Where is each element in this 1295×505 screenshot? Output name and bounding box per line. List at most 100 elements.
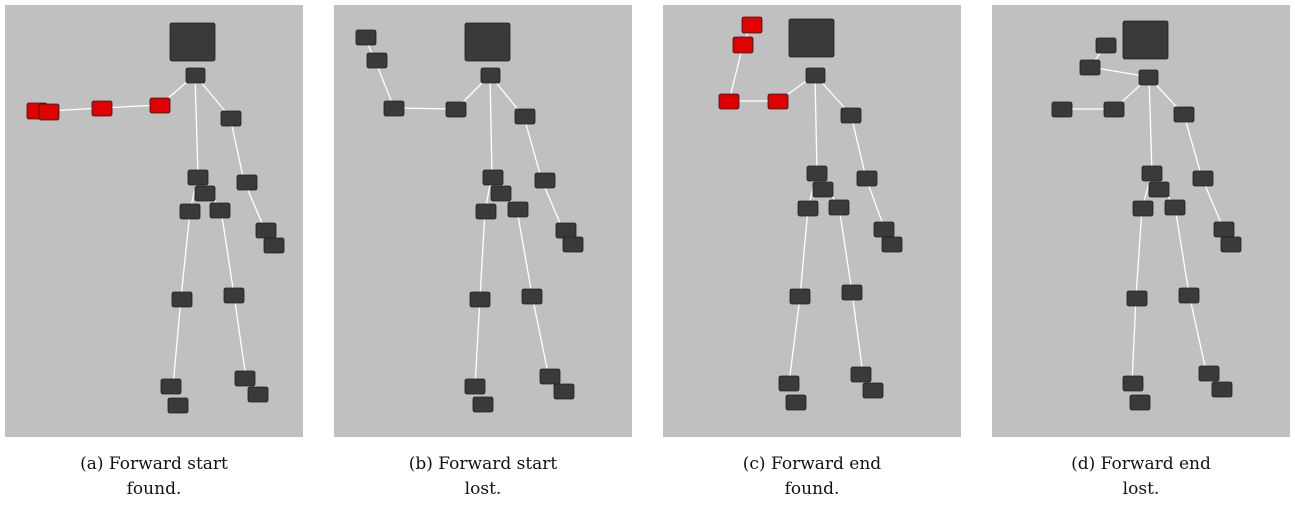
right-foot [553, 383, 575, 400]
skeleton-view-b [334, 5, 632, 437]
caption-a-line2: found. [126, 479, 182, 499]
right-hand [1220, 236, 1242, 253]
head-cube [1122, 20, 1169, 60]
caption-c-line2: found. [784, 479, 840, 499]
caption-b-line2: lost. [464, 479, 502, 499]
neck-joint [185, 67, 206, 84]
left-foot [472, 396, 494, 413]
right-wrist [555, 222, 577, 239]
panel-c [663, 5, 961, 437]
left-elbow [445, 101, 467, 118]
right-ankle [850, 366, 872, 383]
right-knee [841, 284, 863, 301]
right-hip [209, 202, 231, 219]
right-hand [562, 236, 584, 253]
left-hip [475, 203, 497, 220]
left-hand-tip-2 [38, 103, 60, 121]
left-knee [469, 291, 491, 308]
left-hand [91, 100, 113, 117]
panel-a [5, 5, 303, 437]
head-cube [788, 18, 835, 58]
caption-a: (a) Forward start found. [5, 452, 303, 502]
right-elbow [1192, 170, 1214, 187]
right-knee [521, 288, 543, 305]
right-wrist [873, 221, 895, 238]
skeleton-view-d [992, 5, 1290, 437]
spine-joint [1141, 165, 1163, 182]
caption-d-line1: (d) Forward end [1071, 454, 1211, 474]
caption-d-line2: lost. [1122, 479, 1160, 499]
left-hand [718, 93, 740, 110]
left-foot [1129, 394, 1151, 411]
skeleton-joints [26, 22, 285, 414]
left-hand-tip [355, 29, 377, 46]
left-ankle [160, 378, 182, 395]
left-elbow [767, 93, 789, 110]
head-cube [169, 22, 216, 62]
hip-center [194, 185, 216, 202]
neck-joint [480, 67, 501, 84]
left-ankle [464, 378, 486, 395]
spine-joint [187, 169, 209, 186]
right-hip [507, 201, 529, 218]
right-wrist [255, 222, 277, 239]
spine-joint [806, 165, 828, 182]
right-hand [881, 236, 903, 253]
caption-b: (b) Forward start lost. [334, 452, 632, 502]
left-ankle [778, 375, 800, 392]
left-hip [797, 200, 819, 217]
neck-joint [1138, 69, 1159, 86]
left-knee [171, 291, 193, 308]
right-knee [1178, 287, 1200, 304]
right-wrist [1213, 221, 1235, 238]
left-wrist [732, 36, 754, 54]
left-hip [179, 203, 201, 220]
neck-joint [805, 67, 826, 84]
right-shoulder [1173, 106, 1195, 123]
skeleton-view-c [663, 5, 961, 437]
right-elbow [534, 172, 556, 189]
left-knee [789, 288, 811, 305]
hip-center [490, 185, 512, 202]
right-shoulder [220, 110, 242, 127]
right-hand [263, 237, 285, 254]
right-hip [1164, 199, 1186, 216]
left-hand [1051, 101, 1073, 118]
hip-center [812, 181, 834, 198]
caption-c: (c) Forward end found. [663, 452, 961, 502]
left-hip [1132, 200, 1154, 217]
right-foot [247, 386, 269, 403]
right-shoulder [514, 108, 536, 125]
skeleton-joints [355, 22, 584, 413]
left-wrist [366, 52, 388, 69]
left-hand-tip [1095, 37, 1117, 54]
left-elbow [149, 97, 171, 114]
left-knee [1126, 290, 1148, 307]
right-ankle [539, 368, 561, 385]
panel-d [992, 5, 1290, 437]
head-cube [464, 22, 511, 62]
right-ankle [234, 370, 256, 387]
right-hip [828, 199, 850, 216]
spine-joint [482, 169, 504, 186]
right-elbow [856, 170, 878, 187]
right-elbow [236, 174, 258, 191]
skeleton-joints [718, 16, 903, 411]
left-foot [167, 397, 189, 414]
left-ankle [1122, 375, 1144, 392]
right-knee [223, 287, 245, 304]
skeleton-view-a [5, 5, 303, 437]
left-foot [785, 394, 807, 411]
panel-b [334, 5, 632, 437]
right-foot [862, 382, 884, 399]
left-hand [383, 100, 405, 117]
caption-b-line1: (b) Forward start [408, 454, 558, 474]
caption-c-line1: (c) Forward end [742, 454, 882, 474]
left-elbow [1103, 101, 1125, 118]
viewport-background [5, 5, 303, 437]
skeleton-joints [1051, 20, 1242, 411]
right-ankle [1198, 365, 1220, 382]
hip-center [1148, 181, 1170, 198]
right-foot [1211, 381, 1233, 398]
left-wrist [1079, 59, 1101, 76]
